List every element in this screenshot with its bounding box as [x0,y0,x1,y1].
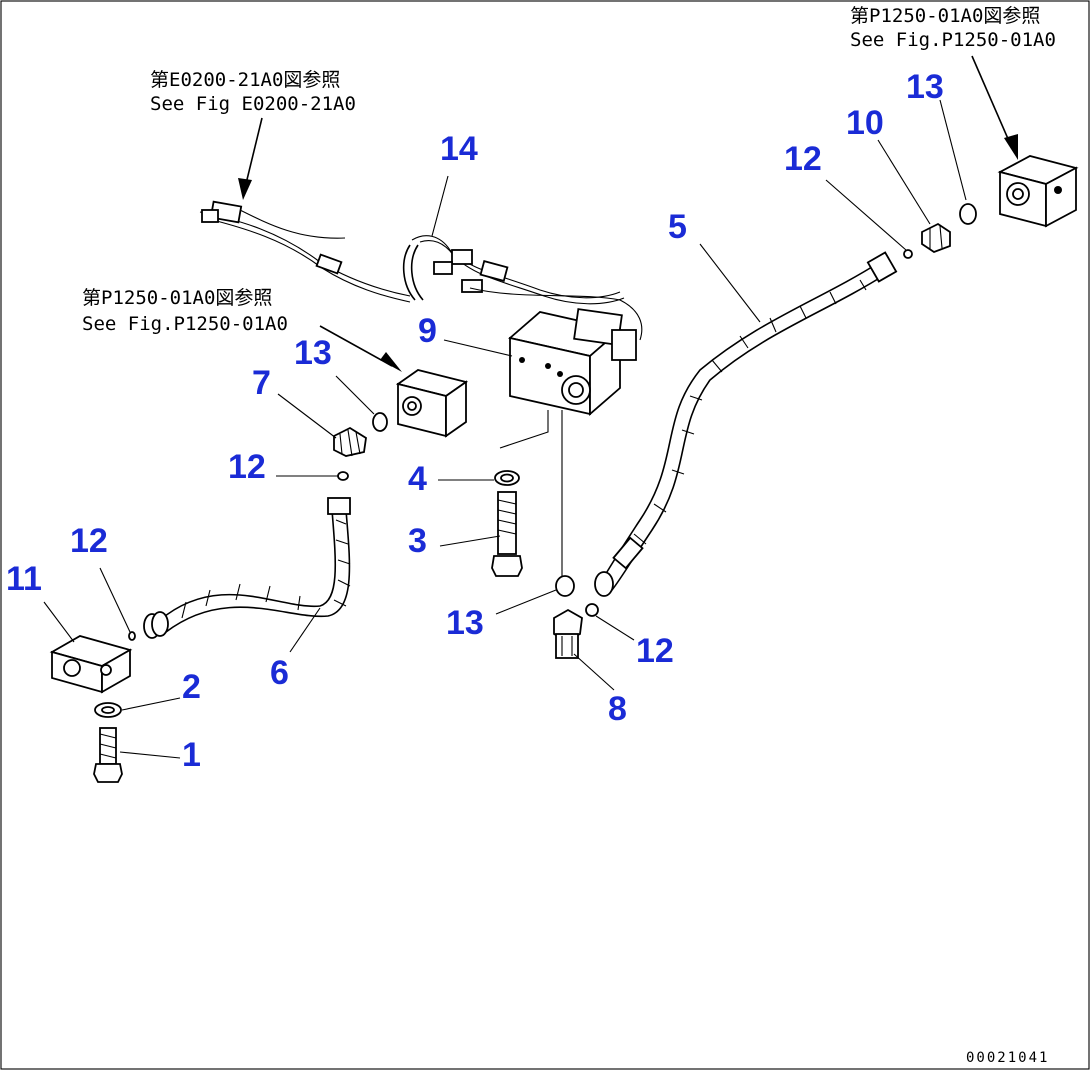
callout-13-low: 13 [446,604,484,642]
callout-11: 11 [6,560,42,598]
callout-8: 8 [608,690,627,728]
oring-12-low [585,603,599,617]
leader-lines [43,99,967,759]
oring-13-top [959,203,977,225]
callout-12-top: 12 [784,140,822,178]
callout-6: 6 [270,654,289,692]
callout-7: 7 [252,364,271,402]
drawing-number: 00021041 [966,1050,1049,1066]
ref-arrow-top-left [238,117,263,200]
leader-valve-bolt [499,410,549,449]
callout-13-mid: 13 [294,334,332,372]
callout-12-mid: 12 [228,448,266,486]
callout-10: 10 [846,104,884,142]
ref-top-left-jp: 第E0200-21A0図参照 [150,69,340,91]
bolt-1 [93,727,123,783]
valve-block [508,308,637,416]
fitting-8 [553,608,583,659]
callout-12-left: 12 [70,522,108,560]
fitting-10 [921,222,951,254]
oring-12-mid [337,471,349,481]
mount-block-mid [395,369,469,438]
ref-arrow-top-right [971,55,1018,160]
callout-12-low: 12 [636,632,674,670]
callout-4: 4 [408,460,427,498]
mount-block-top [997,155,1079,228]
oring-13-mid [372,412,388,432]
ref-top-right-jp: 第P1250-01A0図参照 [850,5,1040,27]
callout-13-top: 13 [906,68,944,106]
callout-3: 3 [408,522,427,560]
ref-mid-left-jp: 第P1250-01A0図参照 [82,287,272,309]
ref-top-right-en: See Fig.P1250-01A0 [850,29,1056,51]
oring-12-top [903,249,913,259]
oring-13-low [555,575,575,597]
hose-5 [594,251,898,597]
callout-5: 5 [668,208,687,246]
callout-9: 9 [418,312,437,350]
bolt-3 [491,491,523,577]
elbow-fitting-7 [333,426,367,457]
ref-mid-left-en: See Fig.P1250-01A0 [82,313,288,335]
callout-14: 14 [440,130,478,168]
washer-4 [494,470,520,486]
callout-2: 2 [182,668,201,706]
oring-12-left [128,631,136,641]
ref-top-left-en: See Fig E0200-21A0 [150,93,356,115]
block-11 [49,635,133,694]
callout-1: 1 [182,736,201,774]
washer-2 [94,702,122,718]
wiring-harness [199,200,643,341]
hose-6 [143,497,351,639]
ref-arrow-mid-left [319,325,402,372]
